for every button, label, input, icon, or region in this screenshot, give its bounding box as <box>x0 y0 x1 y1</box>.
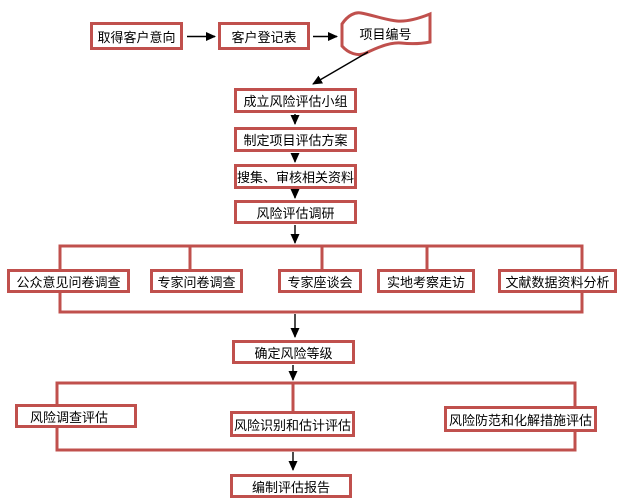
node-acquire-client-intent: 取得客户意向 <box>90 22 183 50</box>
node-risk-prevention-mitigation: 风险防范和化解措施评估 <box>444 406 597 432</box>
node-project-assessment-plan: 制定项目评估方案 <box>234 127 357 152</box>
node-literature-data-analysis: 文献数据资料分析 <box>498 269 617 293</box>
node-risk-identification-estimation: 风险识别和估计评估 <box>230 411 355 437</box>
flow-arrows <box>187 32 369 471</box>
node-public-opinion-questionnaire: 公众意见问卷调查 <box>7 269 130 293</box>
node-compile-assessment-report: 编制评估报告 <box>230 474 352 498</box>
node-setup-risk-assessment-team: 成立风险评估小组 <box>234 88 357 113</box>
node-project-number: 项目编号 <box>359 26 412 42</box>
node-determine-risk-level: 确定风险等级 <box>232 340 355 364</box>
node-field-visit: 实地考察走访 <box>377 269 475 293</box>
arrow-number-to-team <box>312 51 369 85</box>
node-risk-assessment-research: 风险评估调研 <box>234 200 357 224</box>
node-risk-survey-evaluation: 风险调查评估 <box>15 404 137 428</box>
node-collect-review-materials: 搜集、审核相关资料 <box>234 164 357 189</box>
node-expert-forum: 专家座谈会 <box>278 269 362 293</box>
node-expert-questionnaire: 专家问卷调查 <box>150 269 243 293</box>
methods-connector-stubs <box>188 247 429 270</box>
node-client-registration-form: 客户登记表 <box>218 22 310 50</box>
